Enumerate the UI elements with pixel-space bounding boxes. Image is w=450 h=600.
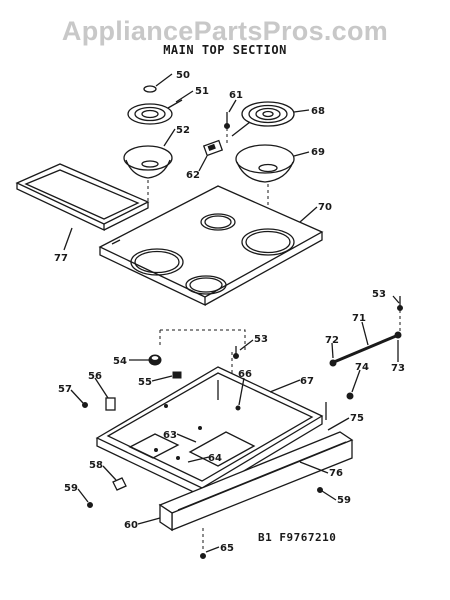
callout-73: 73 xyxy=(391,363,405,374)
part-58-foot xyxy=(112,477,127,491)
part-71-rod xyxy=(329,310,402,367)
callout-59-left: 59 xyxy=(64,483,78,494)
part-55-switch xyxy=(172,371,182,379)
part-62-receptacle xyxy=(202,139,224,157)
callout-61: 61 xyxy=(229,90,243,101)
callout-53-upper: 53 xyxy=(372,289,386,300)
callout-76: 76 xyxy=(329,468,343,479)
callout-71: 71 xyxy=(352,313,366,324)
part-52-small-drip-bowl xyxy=(123,145,173,179)
part-65-screw xyxy=(200,553,206,559)
callout-50: 50 xyxy=(176,70,190,81)
watermark: AppliancePartsPros.com xyxy=(61,16,389,46)
callout-75: 75 xyxy=(350,413,364,424)
callout-70: 70 xyxy=(318,202,332,213)
part-77-panel xyxy=(15,163,150,232)
callout-54: 54 xyxy=(113,356,127,367)
callout-67: 67 xyxy=(300,376,314,387)
callout-64: 64 xyxy=(208,453,222,464)
part-69-large-drip-bowl xyxy=(235,144,295,183)
part-68-large-element xyxy=(231,101,295,137)
part-70-cooktop xyxy=(98,185,324,307)
leader-lines xyxy=(63,73,400,553)
callout-58: 58 xyxy=(89,460,103,471)
part-53-screw-upper xyxy=(397,296,403,311)
part-53-screw-lower xyxy=(233,346,239,359)
callout-66: 66 xyxy=(238,369,252,380)
callout-labels: 50 51 52 61 68 62 69 70 77 53 71 72 73 5… xyxy=(54,70,405,554)
callout-52: 52 xyxy=(176,125,190,136)
part-60-end-cap xyxy=(159,503,173,532)
part-57-screw xyxy=(82,402,88,408)
part-67-main-top-frame xyxy=(95,366,324,498)
callout-65: 65 xyxy=(220,543,234,554)
callout-68: 68 xyxy=(311,106,325,117)
part-50-cap xyxy=(143,85,157,93)
callout-69: 69 xyxy=(311,147,325,158)
callout-56: 56 xyxy=(88,371,102,382)
part-61-screw xyxy=(224,112,230,129)
part-51-small-element xyxy=(127,99,183,125)
part-54-knob xyxy=(148,354,162,366)
callout-57: 57 xyxy=(58,384,72,395)
callout-59-right: 59 xyxy=(337,495,351,506)
callout-72: 72 xyxy=(325,335,339,346)
callout-60: 60 xyxy=(124,520,138,531)
diagram-code: B1 F9767210 xyxy=(258,531,337,544)
callout-74: 74 xyxy=(355,362,369,373)
part-59-screw-left xyxy=(87,502,93,508)
part-74-clip xyxy=(325,392,354,420)
callout-63: 63 xyxy=(163,430,177,441)
part-56-bracket xyxy=(105,397,116,411)
part-59-screw-right xyxy=(317,487,323,493)
callout-55: 55 xyxy=(138,377,152,388)
diagram-title: MAIN TOP SECTION xyxy=(163,43,287,57)
callout-77: 77 xyxy=(54,253,68,264)
callout-62: 62 xyxy=(186,170,200,181)
callout-53-lower: 53 xyxy=(254,334,268,345)
callout-51: 51 xyxy=(195,86,209,97)
